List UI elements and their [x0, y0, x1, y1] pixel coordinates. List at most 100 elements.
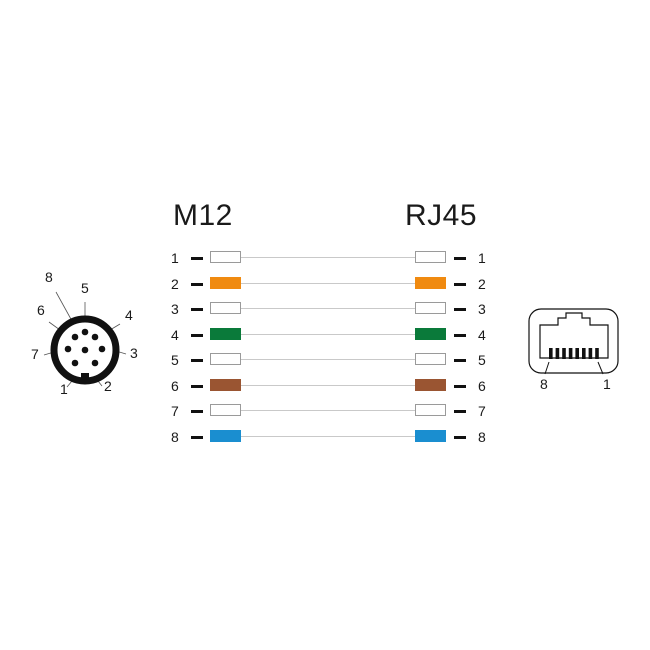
m12-pin-label: 5 [81, 280, 89, 296]
m12-pin-leader [97, 380, 103, 387]
m12-pin-dot [81, 346, 89, 354]
left-pin-number: 5 [171, 352, 179, 368]
wire-line [241, 334, 415, 335]
m12-pin-label: 2 [104, 378, 112, 394]
right-wire-block [415, 277, 446, 289]
m12-pin-label: 3 [130, 345, 138, 361]
rj45-socket-outline [539, 312, 609, 359]
right-pin-dash [454, 436, 466, 439]
left-pin-number: 8 [171, 429, 179, 445]
rj45-pin1-leader [597, 361, 604, 375]
wire-line [241, 257, 415, 258]
left-wire-block [210, 251, 241, 263]
rj45-title: RJ45 [405, 199, 478, 232]
left-pin-number: 3 [171, 301, 179, 317]
right-pin-number: 6 [478, 378, 486, 394]
left-pin-dash [191, 359, 203, 362]
rj45-connector-icon: 8 1 [528, 308, 619, 392]
left-pin-dash [191, 410, 203, 413]
left-pin-dash [191, 385, 203, 388]
m12-pin-dot [91, 359, 99, 367]
right-pin-number: 4 [478, 327, 486, 343]
right-pin-dash [454, 283, 466, 286]
wire-line [241, 410, 415, 411]
m12-pin-dot [98, 345, 106, 353]
m12-pin-leader [66, 380, 73, 388]
left-pin-number: 4 [171, 327, 179, 343]
right-pin-number: 8 [478, 429, 486, 445]
left-pin-number: 2 [171, 276, 179, 292]
right-wire-block [415, 251, 446, 263]
rj45-contact [575, 348, 579, 359]
wire-line [241, 308, 415, 309]
left-wire-block [210, 302, 241, 314]
right-wire-block [415, 404, 446, 416]
right-wire-block [415, 430, 446, 442]
rj45-contact [588, 348, 593, 359]
wire-line [241, 385, 415, 386]
rj45-contact [555, 348, 560, 359]
right-wire-block [415, 302, 446, 314]
right-pin-number: 5 [478, 352, 486, 368]
left-pin-dash [191, 283, 203, 286]
left-pin-dash [191, 257, 203, 260]
right-wire-block [415, 353, 446, 365]
right-pin-dash [454, 308, 466, 311]
m12-pin-leader [55, 291, 73, 322]
wire-line [241, 283, 415, 284]
left-wire-block [210, 404, 241, 416]
m12-pin-dot [81, 328, 89, 336]
rj45-pin8-label: 8 [540, 376, 548, 392]
m12-pin-dot [71, 333, 79, 341]
right-pin-number: 2 [478, 276, 486, 292]
rj45-contact [568, 348, 573, 359]
left-wire-block [210, 328, 241, 340]
rj45-contact [549, 348, 553, 359]
left-wire-block [210, 353, 241, 365]
m12-pin-label: 8 [45, 269, 53, 285]
right-pin-number: 7 [478, 403, 486, 419]
rj45-contact [595, 348, 599, 359]
rj45-contact [582, 348, 586, 359]
left-pin-number: 1 [171, 250, 179, 266]
m12-pin-dot [64, 345, 72, 353]
left-wire-block [210, 379, 241, 391]
m12-pin-label: 1 [60, 381, 68, 397]
right-pin-dash [454, 334, 466, 337]
right-pin-dash [454, 410, 466, 413]
m12-pin-dot [71, 359, 79, 367]
m12-key-notch [81, 373, 89, 378]
wire-line [241, 359, 415, 360]
m12-pin-label: 7 [31, 346, 39, 362]
m12-pin-dot [91, 333, 99, 341]
right-pin-number: 1 [478, 250, 486, 266]
m12-title: M12 [173, 199, 233, 232]
left-wire-block [210, 277, 241, 289]
rj45-contacts [549, 348, 599, 359]
right-wire-block [415, 328, 446, 340]
m12-pin-label: 6 [37, 302, 45, 318]
left-pin-dash [191, 436, 203, 439]
left-pin-number: 7 [171, 403, 179, 419]
rj45-pin1-label: 1 [603, 376, 611, 392]
left-pin-dash [191, 308, 203, 311]
right-pin-dash [454, 359, 466, 362]
right-pin-dash [454, 257, 466, 260]
right-pin-dash [454, 385, 466, 388]
left-pin-number: 6 [171, 378, 179, 394]
right-pin-number: 3 [478, 301, 486, 317]
rj45-pin8-leader [544, 361, 550, 375]
left-wire-block [210, 430, 241, 442]
wire-line [241, 436, 415, 437]
left-pin-dash [191, 334, 203, 337]
